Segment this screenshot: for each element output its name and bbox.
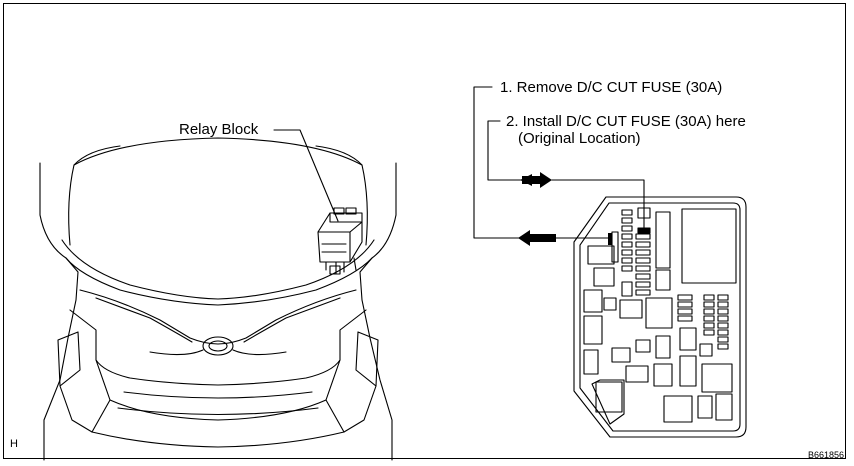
relay-block-leader <box>273 129 339 222</box>
step2-label: 2. Install D/C CUT FUSE (30A) here <box>506 113 746 130</box>
diagram-frame <box>3 3 846 459</box>
step1-leader <box>473 86 521 239</box>
figure-id: B661856 <box>808 450 845 460</box>
relay-block-drawing <box>317 207 363 275</box>
left-arrow-icon <box>518 230 556 246</box>
dc-cut-fuse-original-location <box>637 227 651 234</box>
dc-cut-fuse-removed-marker <box>608 233 612 245</box>
view-marker: H <box>10 438 18 450</box>
step2-sublabel: (Original Location) <box>518 130 641 147</box>
car-front-drawing <box>39 137 397 461</box>
relay-block-label: Relay Block <box>179 121 259 138</box>
fuse-box-drawing <box>573 196 747 438</box>
step2-leader <box>487 120 523 181</box>
step1-label: 1. Remove D/C CUT FUSE (30A) <box>500 79 723 96</box>
